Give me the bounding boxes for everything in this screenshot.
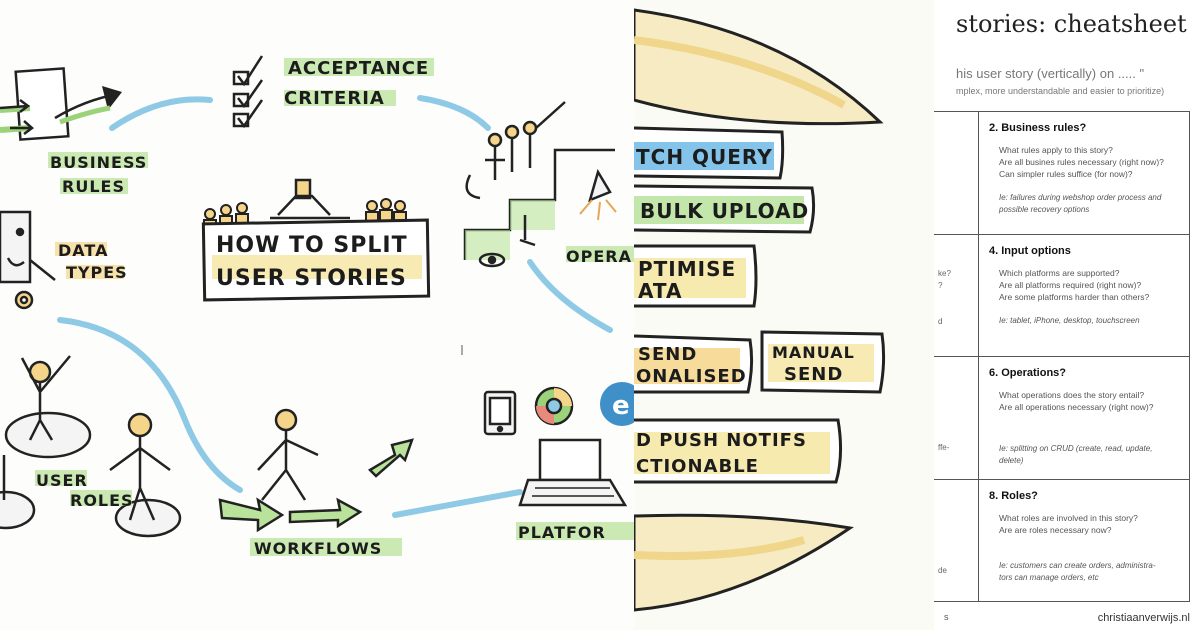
workflows-label: WORKFLOWS [254,539,382,558]
cell-heading: 2. Business rules? [989,122,1087,134]
left-column-cell [934,111,979,235]
left-column-cell: ke? ? d [934,234,979,357]
svg-text:e: e [612,391,630,421]
acceptance-criteria-label-2: CRITERIA [284,88,385,109]
closeup-item-6b: CTIONABLE [636,456,759,477]
cell-question: Are are roles necessary now? [999,525,1112,535]
closeup-item-3b: ATA [638,279,683,303]
left-fragment: ffe- [938,443,950,452]
closeup-drawing: TCH QUERY BULK UPLOAD PTIMISE ATA SEND O… [634,8,886,612]
data-types-label: DATA [58,241,108,260]
cell-heading: 4. Input options [989,245,1071,257]
cell-question: Are all platforms required (right now)? [999,280,1142,290]
user-roles-label: USER [36,471,88,490]
operations-label: OPERA [566,247,632,266]
platforms-label: PLATFOR [518,523,606,542]
left-fragment: ke? [938,269,951,278]
cheatsheet-title: stories: cheatsheet [956,10,1187,38]
cell-question: Can simpler rules suffice (for now)? [999,169,1133,179]
closeup-item-4b: ONALISED [636,366,747,387]
left-column-cell: ffe- [934,356,979,480]
closeup-item-3: PTIMISE [638,257,736,281]
cheatsheet-panel: stories: cheatsheet his user story (vert… [934,0,1200,630]
sketchnote-drawing: ACCEPTANCE CRITERIA BUSINESS RULES DATA … [0,55,634,558]
cell-example: Ie: customers can create orders, adminis… [999,561,1156,570]
cheatsheet-cell-roles: 8. Roles? What roles are involved in thi… [978,479,1190,602]
closeup-item-5b: SEND [784,364,843,385]
closeup-item-4: SEND [638,344,697,365]
footer-fragment: s [944,612,949,622]
footer-website: christiaanverwijs.nl [1097,612,1190,624]
cell-example: delete) [999,456,1024,465]
cell-question: Are all operations necessary (right now)… [999,402,1154,412]
closeup-item-1: TCH QUERY [636,145,773,169]
cell-heading: 8. Roles? [989,490,1038,502]
left-column-cell: de [934,479,979,602]
user-roles-label-2: ROLES [70,491,134,510]
center-title-line1: HOW TO SPLIT [216,233,408,258]
closeup-panel: TCH QUERY BULK UPLOAD PTIMISE ATA SEND O… [634,0,934,630]
center-title-line2: USER STORIES [216,266,407,291]
cell-question: What roles are involved in this story? [999,513,1138,523]
cell-example: Ie: splitting on CRUD (create, read, upd… [999,444,1153,453]
cell-question: What operations does the story entail? [999,390,1145,400]
cell-example: Ie: tablet, iPhone, desktop, touchscreen [999,316,1140,325]
closeup-item-6: D PUSH NOTIFS [636,430,807,451]
cheatsheet-subtitle-2: mplex, more understandable and easier to… [956,86,1165,96]
cell-example: tors can manage orders, etc [999,573,1099,582]
business-rules-label: BUSINESS [50,153,147,172]
left-fragment: de [938,566,947,575]
cheatsheet-subtitle: his user story (vertically) on ..... " [956,66,1145,81]
cell-example: Ie: failures during webshop order proces… [999,193,1162,202]
sketchnote-panel: ACCEPTANCE CRITERIA BUSINESS RULES DATA … [0,55,634,558]
left-fragment: d [938,317,943,326]
cell-question: What rules apply to this story? [999,145,1113,155]
cell-question: Which platforms are supported? [999,268,1120,278]
cheatsheet-cell-business-rules: 2. Business rules? What rules apply to t… [978,111,1190,235]
acceptance-criteria-label: ACCEPTANCE [288,58,429,79]
left-fragment: ? [938,281,943,290]
cheatsheet-cell-input-options: 4. Input options Which platforms are sup… [978,234,1190,357]
cheatsheet-cell-operations: 6. Operations? What operations does the … [978,356,1190,480]
cell-example: possible recovery options [999,205,1090,214]
closeup-item-2: BULK UPLOAD [640,199,809,223]
data-types-label-2: TYPES [66,263,128,282]
cell-question: Are some platforms harder than others? [999,292,1150,302]
cell-heading: 6. Operations? [989,367,1067,379]
business-rules-label-2: RULES [62,177,125,196]
closeup-item-5: MANUAL [772,343,855,362]
cell-question: Are all busines rules necessary (right n… [999,157,1164,167]
